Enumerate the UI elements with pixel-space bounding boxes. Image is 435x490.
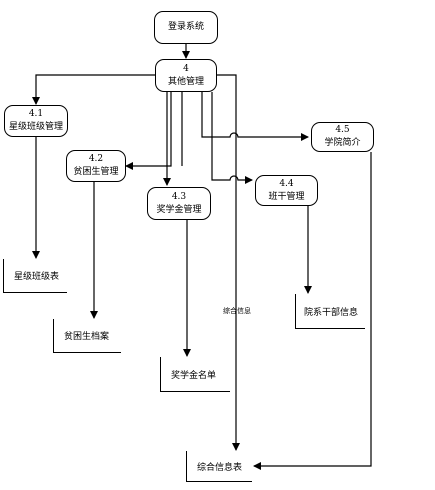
store-name: 星级班级表 xyxy=(14,272,60,282)
process-number: 4.4 xyxy=(279,178,294,189)
process-other: 4 其他管理 xyxy=(155,59,217,92)
process-number: 4.5 xyxy=(335,125,350,135)
process-number: 4.3 xyxy=(171,191,187,202)
arrow-other-to-4-1 xyxy=(32,74,155,105)
arrow-other-to-4-2 xyxy=(125,92,172,170)
process-name: 其他管理 xyxy=(167,76,204,87)
arrow-other-to-4-4 xyxy=(211,92,253,184)
process-4-3: 4.3 奖学金管理 xyxy=(147,187,211,220)
process-4-5: 4.5 学院简介 xyxy=(311,122,374,152)
arrow-other-to-general xyxy=(217,74,240,451)
process-name: 贫困生管理 xyxy=(73,167,119,177)
process-4-1: 4.1 星级班级管理 xyxy=(4,105,68,137)
process-number: 4.2 xyxy=(88,154,104,164)
flow-label-general-info: 综合信息 xyxy=(223,307,251,315)
process-login: 登录系统 xyxy=(154,11,218,44)
store-name: 奖学金名单 xyxy=(171,370,217,381)
process-name: 星级班级管理 xyxy=(8,122,63,132)
process-name: 奖学金管理 xyxy=(156,204,202,215)
process-number: 4.1 xyxy=(28,109,44,119)
store-scholarship: 奖学金名单 xyxy=(160,357,230,392)
process-name: 学院简介 xyxy=(324,138,361,148)
store-poor-student: 贫困生档案 xyxy=(53,319,121,353)
store-name: 贫困生档案 xyxy=(64,332,110,342)
arrow-other-to-4-5 xyxy=(201,92,309,141)
store-name: 综合信息表 xyxy=(197,462,243,473)
process-4-2: 4.2 贫困生管理 xyxy=(66,150,126,182)
store-name: 院系干部信息 xyxy=(304,307,359,318)
process-name: 班干管理 xyxy=(268,191,305,202)
arrow-4-5-to-general xyxy=(253,152,372,470)
store-star-class: 星级班级表 xyxy=(3,259,67,293)
process-name: 登录系统 xyxy=(167,22,204,32)
store-general: 综合信息表 xyxy=(186,451,252,482)
store-cadre: 院系干部信息 xyxy=(295,294,365,329)
process-4-4: 4.4 班干管理 xyxy=(255,175,318,206)
process-number: 4 xyxy=(183,63,189,74)
